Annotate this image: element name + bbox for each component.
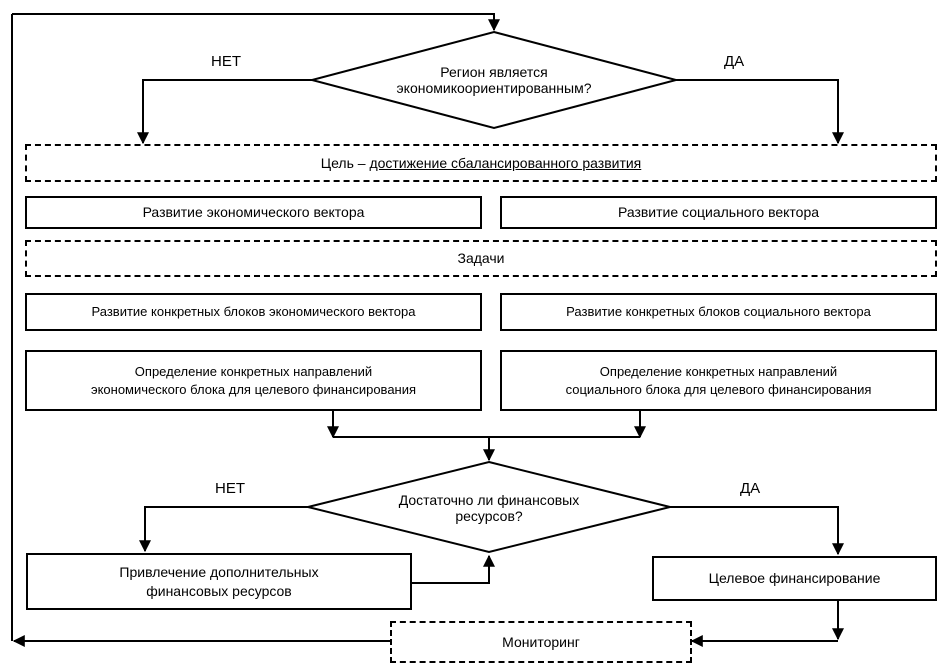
decision-resources-yes-label: ДА [740,480,761,497]
decision-region-no-path [137,79,312,145]
target-financing-label: Целевое финансирование [708,570,881,587]
decision-region-line1: Регион является [440,64,548,80]
top-entry-line [12,13,500,32]
economic-blocks-label: Развитие конкретных блоков экономическог… [91,304,416,320]
goal-prefix: Цель – [320,154,370,171]
decision-resources-no-path [139,506,308,553]
monitoring-box[interactable]: Мониторинг [390,621,692,663]
goal-underlined: достижение сбалансированного развития [369,154,642,171]
additional-resources-box[interactable]: Привлечение дополнительных финансовых ре… [26,553,412,610]
economic-directions-line2: экономического блока для целевого финанс… [90,381,417,397]
decision-region-no-label: НЕТ [211,53,241,70]
economic-directions-box[interactable]: Определение конкретных направлений эконо… [25,350,482,411]
decision-region-shape [308,30,680,130]
social-directions-line1: Определение конкретных направлений [599,363,838,379]
social-vector-box[interactable]: Развитие социального вектора [500,196,937,229]
economic-directions-line1: Определение конкретных направлений [134,363,373,379]
economic-blocks-box[interactable]: Развитие конкретных блоков экономическог… [25,293,482,331]
social-directions-line2: социального блока для целевого финансиро… [565,381,872,397]
social-directions-box[interactable]: Определение конкретных направлений социа… [500,350,937,411]
additional-resources-line2: финансовых ресурсов [146,582,292,599]
tasks-label: Задачи [457,250,505,267]
economic-vector-box[interactable]: Развитие экономического вектора [25,196,482,229]
additional-resources-line1: Привлечение дополнительных [119,563,319,580]
decision-region-yes-label: ДА [724,53,745,70]
decision-resources-shape [307,460,671,554]
social-blocks-label: Развитие конкретных блоков социального в… [566,304,871,320]
decision-resources-line1: Достаточно ли финансовых [398,492,580,508]
monitoring-label: Мониторинг [502,633,580,650]
goal-box[interactable]: Цель – достижение сбалансированного разв… [25,144,937,182]
decision-resources-text: Достаточно ли финансовых ресурсов? [356,477,622,539]
target-financing-box[interactable]: Целевое финансирование [652,556,937,601]
economic-vector-label: Развитие экономического вектора [142,204,365,221]
decision-resources-yes-path [670,506,844,556]
social-vector-label: Развитие социального вектора [617,204,820,221]
social-blocks-box[interactable]: Развитие конкретных блоков социального в… [500,293,937,331]
decision-region-text: Регион является экономикоориентированным… [330,48,658,112]
goal-text: Цель – достижение сбалансированного разв… [321,154,642,173]
decision-resources-line2: ресурсов? [455,508,523,524]
decision-region-yes-path [676,79,844,145]
additional-resources-return-path [412,554,495,584]
decision-region-line2: экономикоориентированным? [396,80,592,96]
tasks-box[interactable]: Задачи [25,240,937,277]
decision-resources-no-label: НЕТ [215,480,245,497]
